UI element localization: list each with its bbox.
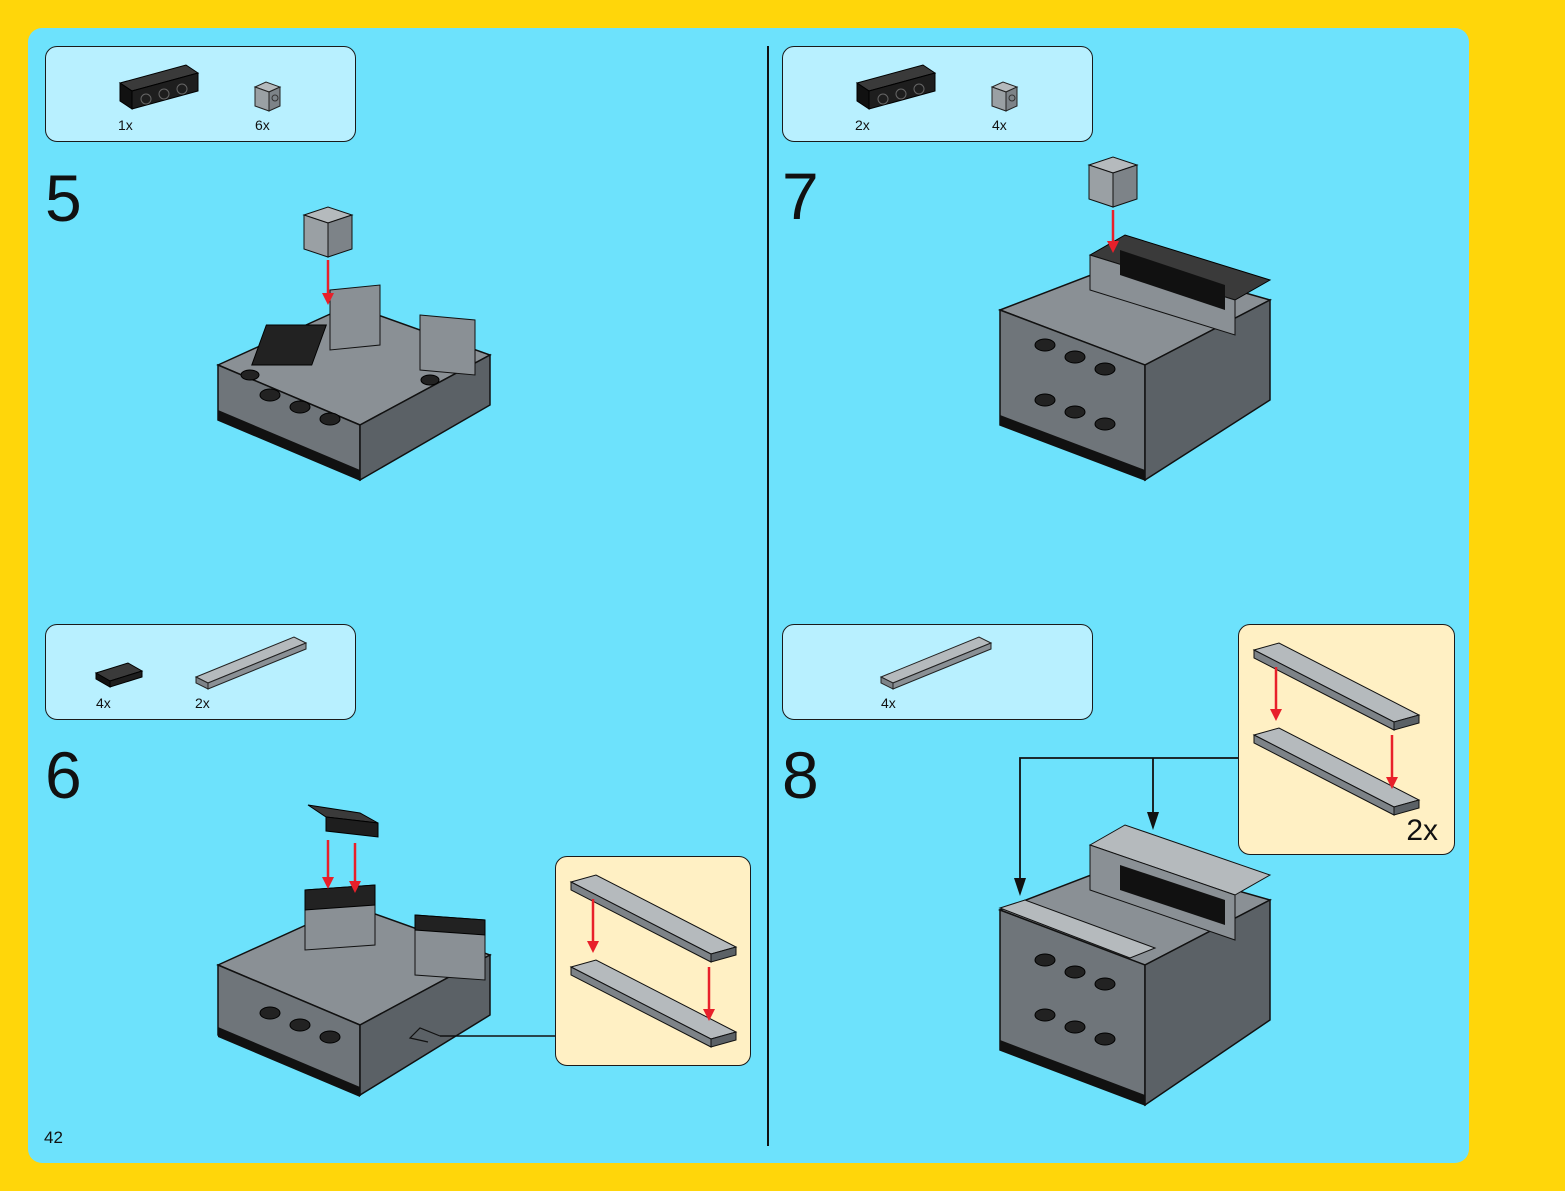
black-1x4-brick-icon bbox=[116, 61, 206, 111]
gray-1x6-plate-stack-illustration bbox=[1249, 635, 1439, 825]
gray-1x6-plate-icon bbox=[879, 633, 999, 693]
step-7-gray-1x1-brick bbox=[1085, 155, 1145, 260]
step-number: 7 bbox=[782, 163, 819, 229]
column-divider bbox=[767, 46, 769, 1146]
part-qty: 4x bbox=[96, 695, 111, 711]
step-number: 5 bbox=[45, 165, 82, 231]
gray-1x6-plate-icon bbox=[194, 633, 314, 693]
part-qty: 6x bbox=[255, 117, 270, 133]
black-1x2-plate-icon bbox=[94, 661, 146, 691]
step-number: 6 bbox=[45, 742, 82, 808]
step-number: 8 bbox=[782, 742, 819, 808]
sub-assembly-callout-step-8: 2x bbox=[1238, 624, 1455, 855]
parts-box-step-7: 2x 4x bbox=[782, 46, 1093, 142]
step-6-assembly-illustration bbox=[210, 795, 500, 1105]
part-qty: 2x bbox=[855, 117, 870, 133]
gray-1x1-brick-icon bbox=[252, 79, 288, 115]
part-qty: 4x bbox=[881, 695, 896, 711]
part-qty: 1x bbox=[118, 117, 133, 133]
part-qty: 2x bbox=[195, 695, 210, 711]
parts-box-step-5: 1x 6x bbox=[45, 46, 356, 142]
step-7-assembly-illustration bbox=[995, 225, 1280, 485]
page-number: 42 bbox=[44, 1128, 63, 1148]
parts-box-step-8: 4x bbox=[782, 624, 1093, 720]
step-8-assembly-illustration bbox=[995, 820, 1280, 1110]
part-qty: 4x bbox=[992, 117, 1007, 133]
gray-1x1-brick-icon bbox=[989, 79, 1025, 115]
sub-assembly-callout-step-6 bbox=[555, 856, 751, 1066]
black-1x4-brick-icon bbox=[853, 61, 943, 111]
gray-1x6-plate-stack-illustration bbox=[566, 867, 746, 1057]
callout-qty: 2x bbox=[1406, 814, 1438, 848]
parts-box-step-6: 4x 2x bbox=[45, 624, 356, 720]
callout-pointer-line bbox=[400, 1020, 560, 1050]
step-5-gray-1x1-brick bbox=[300, 205, 360, 310]
